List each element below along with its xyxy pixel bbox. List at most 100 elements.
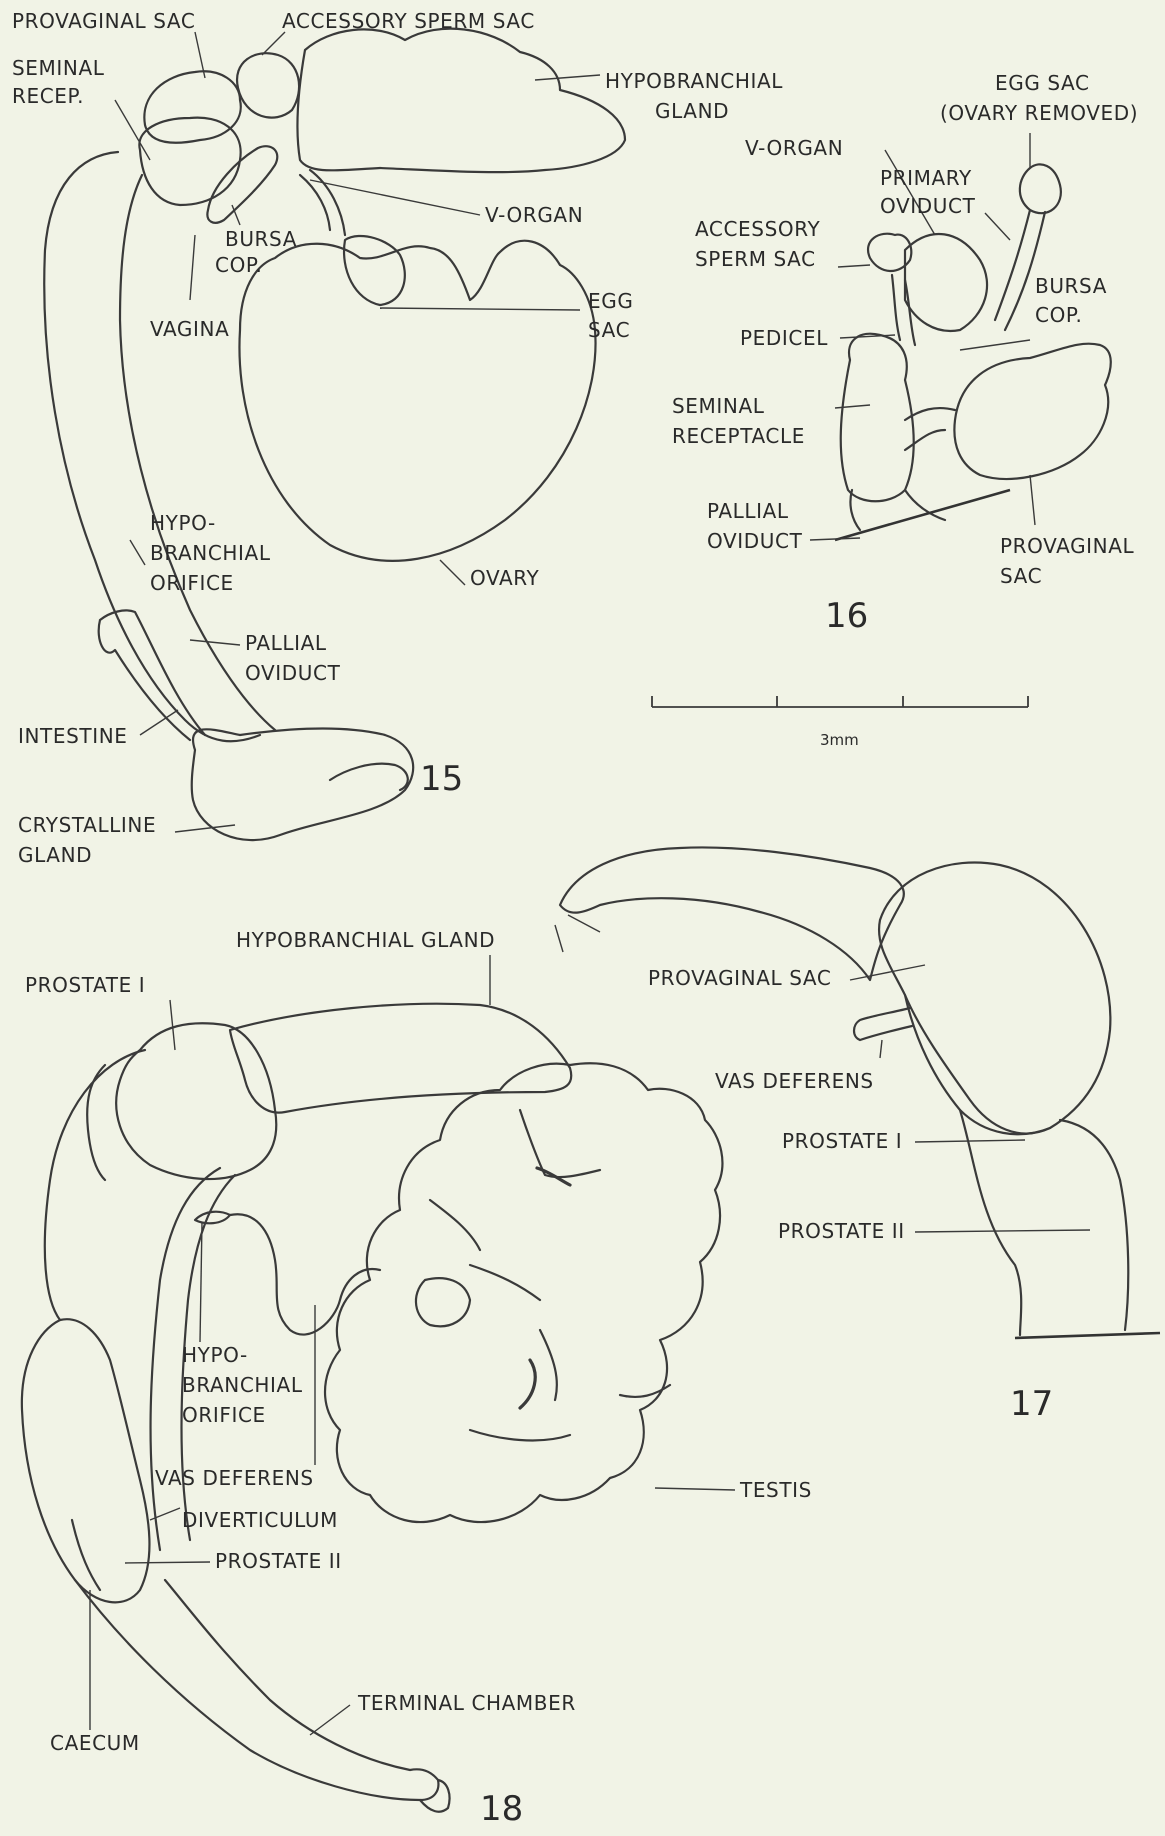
- fig17-label-prostate-2: PROSTATE II: [778, 1219, 905, 1243]
- fig17-cut-line: [1015, 1333, 1160, 1338]
- fig15-label-bursa-cop-2: COP.: [215, 253, 262, 277]
- fig15-accessory-sperm-sac: [237, 53, 299, 117]
- fig18-leaders: [90, 925, 735, 1735]
- fig18-testis-lobe-1: [520, 1110, 600, 1177]
- fig16-label-v-organ: V-ORGAN: [745, 136, 843, 160]
- fig15-egg-sac: [344, 236, 405, 305]
- fig18-pallial-outline: [45, 1050, 145, 1320]
- fig16-v-organ: [905, 234, 987, 331]
- fig18-vas-deferens: [230, 1214, 380, 1334]
- fig17-label-prostate-1: PROSTATE I: [782, 1129, 902, 1153]
- fig18-label-vas-deferens: VAS DEFERENS: [155, 1466, 314, 1490]
- fig18-label-prostate-2: PROSTATE II: [215, 1549, 342, 1573]
- fig16-label-seminal-receptacle: SEMINAL: [672, 394, 765, 418]
- fig16-seminal-receptacle: [841, 334, 914, 502]
- fig15-label-hypo-branchial-orifice-2: BRANCHIAL: [150, 541, 271, 565]
- fig17-label-vas-deferens: VAS DEFERENS: [715, 1069, 874, 1093]
- fig16-label-provaginal-sac: PROVAGINAL: [1000, 534, 1135, 558]
- fig16-number: 16: [825, 596, 868, 636]
- fig18-label-hypobranchial-gland: HYPOBRANCHIAL GLAND: [236, 928, 495, 952]
- fig15-label-provaginal-sac: PROVAGINAL SAC: [12, 9, 195, 33]
- fig15-label-accessory-sperm-sac: ACCESSORY SPERM SAC: [282, 9, 535, 33]
- fig15-provaginal-sac: [144, 71, 240, 142]
- fig16-label-pallial-oviduct: PALLIAL: [707, 499, 789, 523]
- figure-18: HYPOBRANCHIAL GLAND PROSTATE I HYPO- BRA…: [22, 925, 812, 1829]
- fig16-label-primary-oviduct-2: OVIDUCT: [880, 194, 976, 218]
- fig17-labels: PROVAGINAL SAC VAS DEFERENS PROSTATE I P…: [648, 966, 1053, 1424]
- fig15-label-hypobranchial-gland: HYPOBRANCHIAL: [605, 69, 783, 93]
- fig17-hypobranchial-gland: [560, 847, 904, 980]
- fig18-testis-duct: [520, 1360, 535, 1408]
- fig16-provaginal-sac: [954, 344, 1110, 479]
- fig18-testis: [325, 1063, 722, 1522]
- fig18-label-diverticulum: DIVERTICULUM: [182, 1508, 338, 1532]
- fig18-prostate-1: [116, 1023, 276, 1179]
- fig18-caecum-stripe: [72, 1520, 100, 1590]
- fig17-provaginal-sac: [879, 862, 1110, 1133]
- fig15-label-seminal-recep-2: RECEP.: [12, 84, 84, 108]
- fig16-label-accessory-sperm-sac-2: SPERM SAC: [695, 247, 816, 271]
- fig18-prostate-1-edge: [87, 1065, 105, 1180]
- fig17-prostate-1: [905, 995, 1050, 1134]
- fig15-label-egg-sac-2: SAC: [588, 318, 630, 342]
- fig18-terminal-chamber: [75, 1580, 438, 1800]
- fig17-label-provaginal-sac: PROVAGINAL SAC: [648, 966, 831, 990]
- fig16-label-bursa-cop-2: COP.: [1035, 303, 1082, 327]
- fig15-number: 15: [420, 759, 463, 799]
- fig16-drawing: [835, 164, 1111, 540]
- fig18-label-caecum: CAECUM: [50, 1731, 140, 1755]
- fig15-label-vagina: VAGINA: [150, 317, 229, 341]
- fig15-label-crystalline-gland: CRYSTALLINE: [18, 813, 156, 837]
- fig15-hypobranchial-gland: [298, 29, 625, 172]
- scale-bar: 3mm: [652, 696, 1028, 749]
- fig18-label-hypo-branchial-orifice-3: ORIFICE: [182, 1403, 266, 1427]
- fig15-bursa-cop: [207, 146, 277, 223]
- fig17-prostate-2: [960, 1110, 1128, 1335]
- figure-17: PROVAGINAL SAC VAS DEFERENS PROSTATE I P…: [560, 847, 1160, 1424]
- fig15-label-hypo-branchial-orifice: HYPO-: [150, 511, 216, 535]
- fig18-label-hypo-branchial-orifice-2: BRANCHIAL: [182, 1373, 303, 1397]
- fig15-label-seminal-recep: SEMINAL: [12, 56, 105, 80]
- fig15-label-bursa-cop: BURSA: [225, 227, 297, 251]
- fig15-label-ovary: OVARY: [470, 566, 539, 590]
- fig18-testis-lobe-3: [416, 1278, 470, 1326]
- fig15-v-organ: [300, 170, 345, 235]
- fig15-ovary: [239, 241, 595, 561]
- fig15-label-pallial-oviduct-2: OVIDUCT: [245, 661, 341, 685]
- fig15-crystalline-gland: [192, 729, 413, 841]
- figure-15: PROVAGINAL SAC ACCESSORY SPERM SAC SEMIN…: [12, 9, 783, 867]
- fig16-label-pallial-oviduct-2: OVIDUCT: [707, 529, 803, 553]
- fig15-label-hypo-branchial-orifice-3: ORIFICE: [150, 571, 234, 595]
- fig16-label-seminal-receptacle-2: RECEPTACLE: [672, 424, 805, 448]
- fig18-hypobranchial-gland: [230, 1004, 571, 1113]
- fig18-label-testis: TESTIS: [739, 1478, 812, 1502]
- fig15-label-crystalline-gland-2: GLAND: [18, 843, 92, 867]
- fig18-label-hypo-branchial-orifice: HYPO-: [182, 1343, 248, 1367]
- fig17-number: 17: [1010, 1384, 1053, 1424]
- fig15-drawing: [44, 29, 625, 840]
- fig15-label-intestine: INTESTINE: [18, 724, 128, 748]
- fig16-label-pedicel: PEDICEL: [740, 326, 828, 350]
- fig16-label-egg-sac-2: (OVARY REMOVED): [940, 101, 1138, 125]
- fig16-label-egg-sac: EGG SAC: [995, 71, 1090, 95]
- figure-16: EGG SAC (OVARY REMOVED) V-ORGAN PRIMARY …: [652, 71, 1138, 749]
- fig18-labels: HYPOBRANCHIAL GLAND PROSTATE I HYPO- BRA…: [25, 928, 812, 1829]
- fig18-testis-lobe-4: [540, 1330, 557, 1400]
- fig16-label-provaginal-sac-2: SAC: [1000, 564, 1042, 588]
- fig15-label-hypobranchial-gland-2: GLAND: [655, 99, 729, 123]
- fig15-label-pallial-oviduct: PALLIAL: [245, 631, 327, 655]
- fig16-label-bursa-cop: BURSA: [1035, 274, 1107, 298]
- fig18-hypobranchial-orifice: [195, 1212, 230, 1224]
- fig18-caecum: [22, 1319, 150, 1602]
- fig15-intestine: [99, 610, 205, 740]
- fig16-egg-sac: [1020, 164, 1061, 213]
- fig15-crystalline-gland-fold: [330, 764, 408, 790]
- fig16-label-primary-oviduct: PRIMARY: [880, 166, 972, 190]
- fig17-vas-deferens: [854, 1008, 912, 1040]
- fig18-testis-lobe-2: [430, 1200, 540, 1300]
- fig16-cut-line: [835, 490, 1010, 540]
- fig15-labels: PROVAGINAL SAC ACCESSORY SPERM SAC SEMIN…: [12, 9, 783, 867]
- fig15-label-egg-sac: EGG: [588, 289, 633, 313]
- scale-bar-label: 3mm: [820, 731, 859, 749]
